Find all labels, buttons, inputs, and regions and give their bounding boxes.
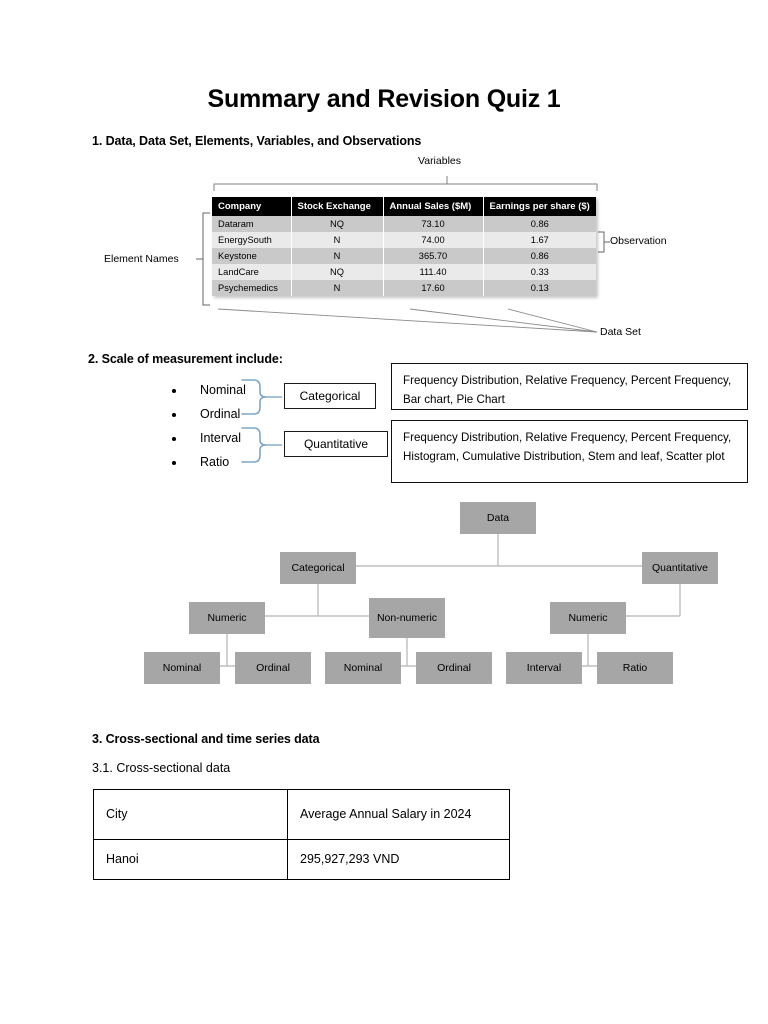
diagram-node-ordinal-numeric: Ordinal [235, 652, 311, 684]
list-item-interval: Interval [186, 426, 246, 450]
scale-bullet-list: Nominal Ordinal Interval Ratio [168, 378, 246, 474]
cell-exchange: N [291, 232, 384, 248]
cell-exchange: NQ [291, 216, 384, 232]
diagram-node-interval: Interval [506, 652, 582, 684]
diagram-node-nominal-numeric: Nominal [144, 652, 220, 684]
list-item-ordinal: Ordinal [186, 402, 246, 426]
data-set-figure: Variables Element Names Observation Data… [100, 155, 690, 345]
cross-sectional-data-table: City Average Annual Salary in 2024 Hanoi… [93, 789, 510, 880]
group-box-quantitative: Quantitative [284, 431, 388, 457]
cell-eps: 1.67 [483, 232, 596, 248]
table-row: EnergySouth N 74.00 1.67 [212, 232, 596, 248]
section-3-subheading: 3.1. Cross-sectional data [92, 761, 231, 775]
cell-company: LandCare [212, 264, 292, 280]
diagram-node-numeric-categorical: Numeric [189, 602, 265, 634]
cell-salary-header: Average Annual Salary in 2024 [287, 789, 510, 840]
cell-sales: 73.10 [383, 216, 484, 232]
cell-sales: 74.00 [383, 232, 484, 248]
table-row: Psychemedics N 17.60 0.13 [212, 280, 596, 296]
cell-sales: 365.70 [383, 248, 484, 264]
company-data-table: Company Stock Exchange Annual Sales ($M)… [212, 197, 596, 296]
cell-company: Dataram [212, 216, 292, 232]
scale-of-measurement-block: Nominal Ordinal Interval Ratio Categoric… [88, 363, 748, 497]
table-header-row: Company Stock Exchange Annual Sales ($M)… [212, 197, 596, 216]
table-row: Keystone N 365.70 0.86 [212, 248, 596, 264]
diagram-node-nominal-nonnumeric: Nominal [325, 652, 401, 684]
list-item-nominal: Nominal [186, 378, 246, 402]
cell-sales: 111.40 [383, 264, 484, 280]
cell-eps: 0.86 [483, 216, 596, 232]
table-row: City Average Annual Salary in 2024 [93, 789, 510, 840]
data-classification-diagram: Data Categorical Quantitative Numeric No… [140, 498, 718, 690]
section-2-heading: 2. Scale of measurement include: [88, 352, 283, 366]
list-item-ratio: Ratio [186, 450, 246, 474]
cell-salary-value: 295,927,293 VND [287, 839, 510, 880]
page-title: Summary and Revision Quiz 1 [207, 85, 561, 113]
brace-connectors [241, 379, 282, 463]
cell-eps: 0.86 [483, 248, 596, 264]
table-row: Dataram NQ 73.10 0.86 [212, 216, 596, 232]
diagram-node-ratio: Ratio [597, 652, 673, 684]
figure-label-data-set: Data Set [600, 326, 641, 338]
cell-exchange: N [291, 248, 384, 264]
diagram-node-ordinal-nonnumeric: Ordinal [416, 652, 492, 684]
diagram-node-quantitative: Quantitative [642, 552, 718, 584]
diagram-node-data: Data [460, 502, 536, 534]
column-header-exchange: Stock Exchange [291, 197, 384, 216]
cell-company: Keystone [212, 248, 292, 264]
cell-city-header: City [93, 789, 288, 840]
cell-company: EnergySouth [212, 232, 292, 248]
cell-sales: 17.60 [383, 280, 484, 296]
diagram-node-categorical: Categorical [280, 552, 356, 584]
column-header-company: Company [212, 197, 292, 216]
description-box-categorical: Frequency Distribution, Relative Frequen… [391, 363, 748, 410]
section-3-heading: 3. Cross-sectional and time series data [92, 732, 320, 746]
section-1-heading: 1. Data, Data Set, Elements, Variables, … [92, 134, 422, 148]
figure-label-element-names: Element Names [104, 253, 179, 265]
column-header-eps: Earnings per share ($) [483, 197, 596, 216]
cell-company: Psychemedics [212, 280, 292, 296]
cell-eps: 0.33 [483, 264, 596, 280]
table-row: LandCare NQ 111.40 0.33 [212, 264, 596, 280]
group-box-categorical: Categorical [284, 383, 376, 409]
figure-label-variables: Variables [418, 155, 461, 167]
diagram-node-numeric-quantitative: Numeric [550, 602, 626, 634]
figure-connectors [196, 176, 610, 333]
column-header-sales: Annual Sales ($M) [383, 197, 484, 216]
cell-eps: 0.13 [483, 280, 596, 296]
description-box-quantitative: Frequency Distribution, Relative Frequen… [391, 420, 748, 483]
cell-city-value: Hanoi [93, 839, 288, 880]
cell-exchange: NQ [291, 264, 384, 280]
diagram-node-non-numeric: Non-numeric [369, 598, 445, 638]
cell-exchange: N [291, 280, 384, 296]
figure-label-observation: Observation [610, 235, 667, 247]
table-row: Hanoi 295,927,293 VND [93, 839, 510, 880]
